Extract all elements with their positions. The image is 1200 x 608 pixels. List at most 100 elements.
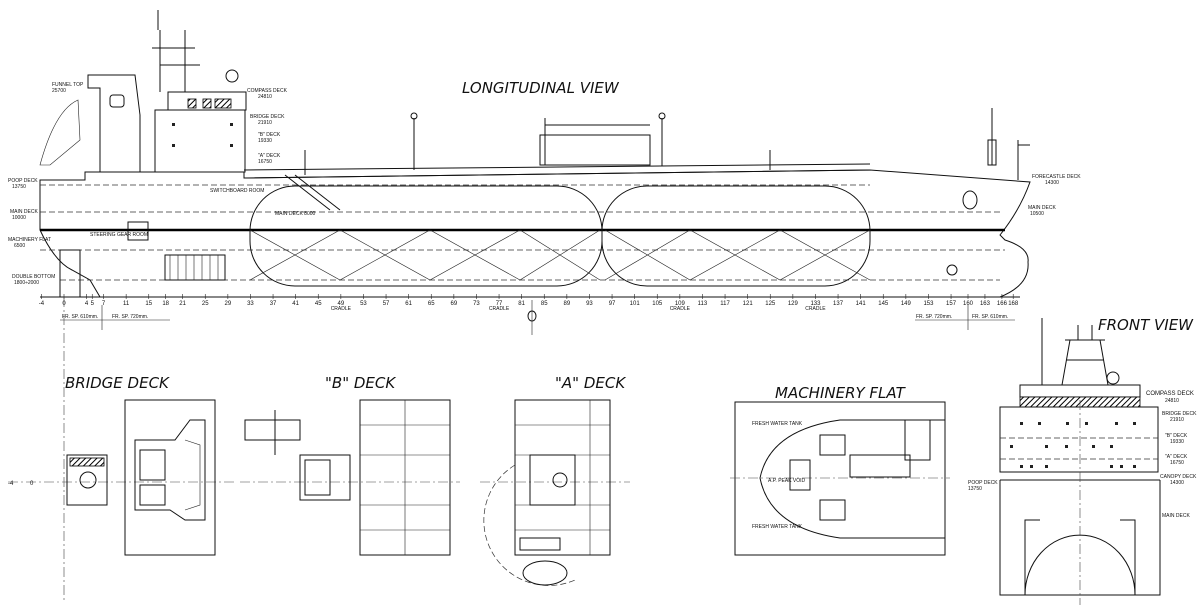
longitudinal-view-title: LONGITUDINAL VIEW: [462, 79, 620, 97]
frame-label: 117: [720, 301, 730, 307]
frame-label: 85: [541, 301, 548, 307]
level-label: FUNNEL TOP: [52, 82, 84, 88]
tank-label: FRESH WATER TANK: [752, 421, 803, 427]
front-level-labels: COMPASS DECK 24810 BRIDGE DECK 21910 "B"…: [968, 391, 1197, 519]
bridge-deck-plan: BRIDGE DECK -4 0: [8, 374, 235, 556]
frame-label: 160: [963, 301, 974, 307]
frame-label: 5: [91, 301, 95, 307]
level-value: 19330: [1170, 439, 1184, 445]
tank-bracing: [249, 229, 871, 281]
frame-spacing-notes: FR. SP. 610mm. FR. SP. 720mm. FR. SP. 72…: [60, 300, 1015, 335]
level-value: 19330: [258, 138, 272, 144]
frame-label: 49: [338, 301, 345, 307]
machinery-flat-title: MACHINERY FLAT: [775, 384, 907, 402]
front-view: FRONT VIEW COMPASS DECK 24810 BRIDGE DEC…: [968, 316, 1197, 605]
cargo-tank-fwd: [601, 185, 871, 287]
trunk-deck: [243, 169, 871, 179]
frame-label: 101: [630, 301, 641, 307]
b-deck-plan: "B" DECK: [240, 374, 460, 556]
frame-label: 93: [586, 301, 593, 307]
frame-label: -4: [39, 301, 45, 307]
railing: [243, 163, 871, 171]
bridge-deck-title: BRIDGE DECK: [65, 374, 170, 392]
tank-label: A.P. PEAK VOID: [768, 478, 806, 484]
frame-label: 125: [765, 301, 776, 307]
frame-label: -4: [8, 481, 14, 487]
front-windows: [1010, 422, 1136, 468]
frame-label: 121: [743, 301, 754, 307]
level-label: POOP DECK: [968, 480, 998, 486]
frame-label: 25: [202, 301, 209, 307]
cradle-label: CRADLE: [489, 306, 510, 312]
frame-label: 0: [62, 301, 66, 307]
level-label: CANOPY DECK: [1160, 474, 1197, 480]
frame-label: 153: [923, 301, 934, 307]
level-value: 13750: [12, 184, 26, 190]
level-label: MAIN DECK: [1028, 205, 1056, 211]
level-value: 10000: [12, 215, 26, 221]
frame-spacing-label: FR. SP. 610mm.: [62, 314, 98, 320]
frame-label: 57: [383, 301, 390, 307]
ladder: [284, 174, 341, 211]
level-label: DOUBLE BOTTOM: [12, 274, 55, 280]
frame-label: 137: [833, 301, 844, 307]
level-value: 14300: [1170, 480, 1184, 486]
frame-label: 7: [102, 301, 106, 307]
forward-level-labels: FORECASTLE DECK 14300 MAIN DECK 10500: [1028, 174, 1081, 217]
frame-label: 97: [609, 301, 616, 307]
level-label: "A" DECK: [1165, 454, 1188, 460]
bow-mast: [946, 108, 1030, 276]
longitudinal-view: LONGITUDINAL VIEW: [8, 10, 1081, 600]
level-label: "B" DECK: [258, 132, 281, 138]
frame-spacing-label: FR. SP. 720mm.: [112, 314, 148, 320]
level-label: MAIN DECK: [10, 209, 38, 215]
frame-label: 53: [360, 301, 367, 307]
level-label: POOP DECK: [8, 178, 38, 184]
cradle-label: CRADLE: [670, 306, 691, 312]
machinery-flat-plan: MACHINERY FLAT FRESH WATER TANK FRESH WA…: [730, 384, 950, 556]
level-label: MACHINERY FLAT: [8, 237, 51, 243]
funnel-logo: [109, 94, 125, 108]
deck-masts: [304, 112, 771, 175]
a-deck-title: "A" DECK: [555, 374, 626, 392]
superstructure-level-labels: COMPASS DECK 24810 BRIDGE DECK 21910 "B"…: [247, 88, 288, 165]
frame-label: 69: [451, 301, 458, 307]
frame-label: 21: [179, 301, 186, 307]
frame-label: 73: [473, 301, 480, 307]
level-value: 14300: [1045, 180, 1059, 186]
room-label: STEERING GEAR ROOM: [90, 232, 148, 238]
a-deck-plan: "A" DECK: [480, 374, 630, 586]
frame-label: 89: [564, 301, 571, 307]
frame-label: 41: [292, 301, 299, 307]
aft-level-labels: FUNNEL TOP 25700 POOP DECK 13750 MAIN DE…: [8, 82, 84, 286]
level-label: COMPASS DECK: [1146, 391, 1194, 397]
level-value: 10500: [1030, 211, 1044, 217]
level-label: FORECASTLE DECK: [1032, 174, 1081, 180]
level-label: BRIDGE DECK: [1162, 411, 1197, 417]
level-label: COMPASS DECK: [247, 88, 288, 94]
frame-label: 149: [901, 301, 912, 307]
level-label: "B" DECK: [1165, 433, 1188, 439]
level-value: 13750: [968, 486, 982, 492]
frame-label: 129: [788, 301, 799, 307]
frame-label: 37: [270, 301, 277, 307]
frame-label: 145: [878, 301, 889, 307]
frame-label: 109: [675, 301, 686, 307]
frame-label: 45: [315, 301, 322, 307]
cargo-tank-aft: [249, 185, 603, 287]
cradle-label: CRADLE: [805, 306, 826, 312]
room-label: MAIN DECK 8000: [275, 211, 316, 217]
front-view-title: FRONT VIEW: [1098, 316, 1194, 334]
frame-label: 61: [405, 301, 412, 307]
frame-label: 105: [652, 301, 663, 307]
level-value: 25700: [52, 88, 66, 94]
funnel: [87, 74, 141, 173]
level-value: 1800÷2000: [14, 280, 39, 286]
frame-label: 157: [946, 301, 957, 307]
level-value: 21910: [1170, 417, 1184, 423]
level-value: 21910: [258, 120, 272, 126]
superstructure: [152, 10, 247, 173]
room-label: SWITCHBOARD ROOM: [210, 188, 264, 194]
